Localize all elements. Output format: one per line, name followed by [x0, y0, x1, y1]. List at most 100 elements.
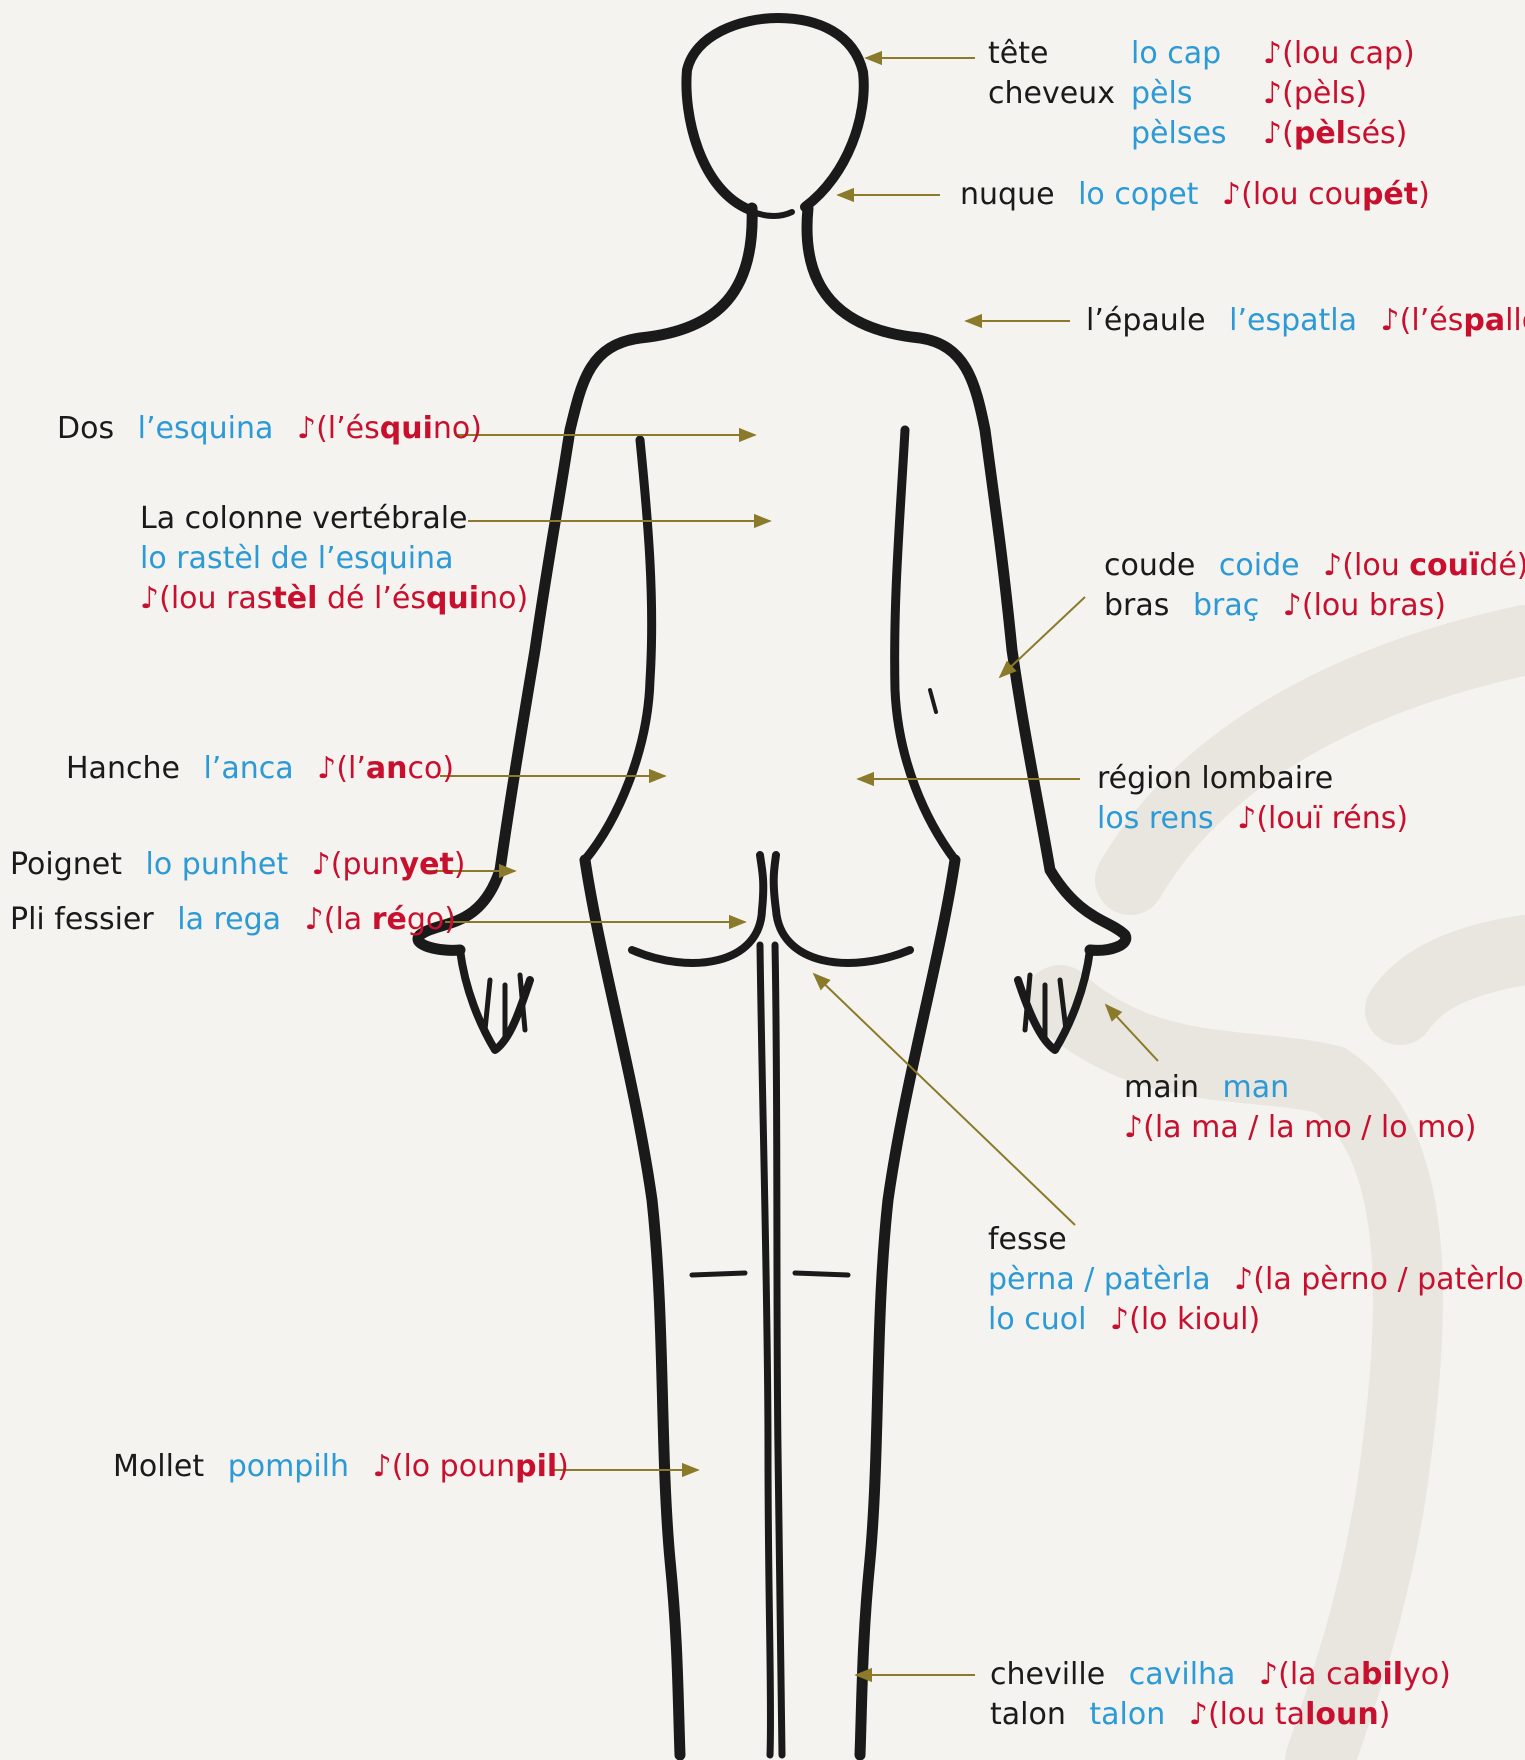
pronunciation-segment: ): [1379, 1697, 1391, 1732]
french-word: talon: [990, 1697, 1066, 1732]
label-fesse: fesse pèrna / patèrla ♪(la pèrno / patèr…: [988, 1220, 1525, 1340]
french-word: La colonne vertébrale: [140, 499, 528, 539]
occitan-word: l’espatla: [1229, 303, 1357, 338]
pronunciation-segment: ♪(: [1263, 116, 1294, 151]
pronunciation-segment: dé): [1479, 548, 1525, 583]
pronunciation-segment: ♪(l’: [317, 751, 366, 786]
occitan-word: pèrna / patèrla: [988, 1262, 1211, 1297]
pronunciation-segment: ♪(la ma / la mo / lo mo): [1124, 1110, 1476, 1145]
pronunciation-segment: ♪(pèls): [1263, 76, 1367, 111]
stressed-syllable: pét: [1362, 177, 1418, 212]
pronunciation-segment: ♪(lou: [1323, 548, 1409, 583]
occitan-word: lo cuol: [988, 1302, 1086, 1337]
pronunciation: ♪(l’anco): [317, 751, 454, 786]
pronunciation-segment: ♪(la pèrno / patèrlo): [1234, 1262, 1525, 1297]
occitan-word: lo copet: [1078, 177, 1198, 212]
pronunciation: ♪(lou bras): [1283, 588, 1446, 623]
stressed-syllable: yet: [400, 847, 454, 882]
french-word: tête: [988, 34, 1048, 74]
french-word: main: [1124, 1070, 1199, 1105]
occitan-word: l’anca: [203, 751, 293, 786]
label-bras: bras braç ♪(lou bras): [1104, 586, 1446, 626]
stressed-syllable: qui: [380, 411, 433, 446]
occitan-word: man: [1223, 1070, 1290, 1105]
pronunciation-segment: ♪(l’és: [297, 411, 380, 446]
label-hanche: Hanche l’anca ♪(l’anco): [66, 749, 454, 789]
label-nuque: nuque lo copet ♪(lou coupét): [960, 175, 1430, 215]
pronunciation-segment: ♪(lou cap): [1263, 36, 1415, 71]
stressed-syllable: bil: [1361, 1657, 1403, 1692]
occitan-word: coide: [1219, 548, 1300, 583]
pronunciation-segment: co): [408, 751, 455, 786]
stressed-syllable: couï: [1409, 548, 1479, 583]
french-word: cheville: [990, 1657, 1105, 1692]
french-word: Mollet: [113, 1449, 204, 1484]
label-main: main man ♪(la ma / la mo / lo mo): [1124, 1068, 1476, 1148]
french-word: cheveux: [988, 74, 1115, 114]
pronunciation-segment: yo): [1403, 1657, 1451, 1692]
label-epaule: l’épaule l’espatla ♪(l’éspallo): [1086, 301, 1525, 341]
pronunciation-segment: no): [433, 411, 482, 446]
occitan-word: pèls: [1131, 74, 1192, 114]
pronunciation-segment: ♪(lo poun: [373, 1449, 516, 1484]
stressed-syllable: pèl: [1294, 116, 1346, 151]
pronunciation-segment: ♪(lou cou: [1222, 177, 1362, 212]
pronunciation: ♪(la ma / la mo / lo mo): [1124, 1108, 1476, 1148]
french-word: Pli fessier: [10, 902, 154, 937]
pronunciation: ♪(lo pounpil): [373, 1449, 569, 1484]
pronunciation-segment: go): [407, 902, 456, 937]
pronunciation: ♪(louï réns): [1237, 801, 1408, 836]
french-word: nuque: [960, 177, 1055, 212]
pronunciation: ♪(l’ésquino): [297, 411, 482, 446]
pronunciation-segment: llo): [1505, 303, 1525, 338]
pronunciation-segment: ♪(lou ta: [1189, 1697, 1305, 1732]
label-cheville: cheville cavilha ♪(la cabilyo): [990, 1655, 1451, 1695]
label-poignet: Poignet lo punhet ♪(punyet): [10, 845, 466, 885]
occitan-word: pèlses: [1131, 114, 1227, 154]
pronunciation-segment: ♪(l’és: [1381, 303, 1464, 338]
french-word: fesse: [988, 1220, 1525, 1260]
stressed-syllable: ré: [372, 902, 407, 937]
french-word: Dos: [57, 411, 114, 446]
pronunciation-segment: ♪(lou ras: [140, 581, 272, 616]
label-colonne: La colonne vertébrale lo rastèl de l’esq…: [140, 499, 528, 619]
occitan-word: braç: [1193, 588, 1259, 623]
pronunciation-segment: ): [557, 1449, 569, 1484]
pronunciation: ♪(l’éspallo): [1381, 303, 1525, 338]
pronunciation: ♪(pèls): [1263, 74, 1367, 114]
french-word: région lombaire: [1097, 759, 1408, 799]
occitan-word: la rega: [177, 902, 281, 937]
pronunciation: ♪(lou coupét): [1222, 177, 1430, 212]
pronunciation: ♪(lou taloun): [1189, 1697, 1391, 1732]
pronunciation-segment: ): [1418, 177, 1430, 212]
body-outline: [418, 18, 1126, 1755]
occitan-word: pompilh: [228, 1449, 349, 1484]
label-pli-fessier: Pli fessier la rega ♪(la régo): [10, 900, 456, 940]
pronunciation-segment: ♪(lou bras): [1283, 588, 1446, 623]
occitan-word: lo punhet: [146, 847, 289, 882]
french-word: l’épaule: [1086, 303, 1206, 338]
french-word: coude: [1104, 548, 1195, 583]
pronunciation: ♪(lo kioul): [1110, 1302, 1260, 1337]
label-dos: Dos l’esquina ♪(l’ésquino): [57, 409, 482, 449]
pronunciation: ♪(la régo): [305, 902, 456, 937]
french-word: bras: [1104, 588, 1169, 623]
pronunciation: ♪(punyet): [312, 847, 466, 882]
stressed-syllable: an: [366, 751, 408, 786]
pronunciation-segment: ♪(louï réns): [1237, 801, 1408, 836]
stressed-syllable: loun: [1305, 1697, 1379, 1732]
label-lombaire: région lombaire los rens ♪(louï réns): [1097, 759, 1408, 839]
pronunciation: ♪(lou couïdé): [1323, 548, 1525, 583]
pronunciation: ♪(lou cap): [1263, 34, 1415, 74]
pronunciation-segment: ♪(la ca: [1259, 1657, 1361, 1692]
label-coude: coude coide ♪(lou couïdé): [1104, 546, 1525, 586]
pronunciation: ♪(la pèrno / patèrlo): [1234, 1262, 1525, 1297]
occitan-word: lo cap: [1131, 34, 1221, 74]
occitan-word: talon: [1089, 1697, 1165, 1732]
pronunciation-segment: no): [479, 581, 528, 616]
label-talon: talon talon ♪(lou taloun): [990, 1695, 1390, 1735]
pronunciation-segment: ♪(pun: [312, 847, 400, 882]
occitan-word: cavilha: [1129, 1657, 1236, 1692]
stressed-syllable: qui: [426, 581, 479, 616]
pronunciation: ♪(la cabilyo): [1259, 1657, 1451, 1692]
